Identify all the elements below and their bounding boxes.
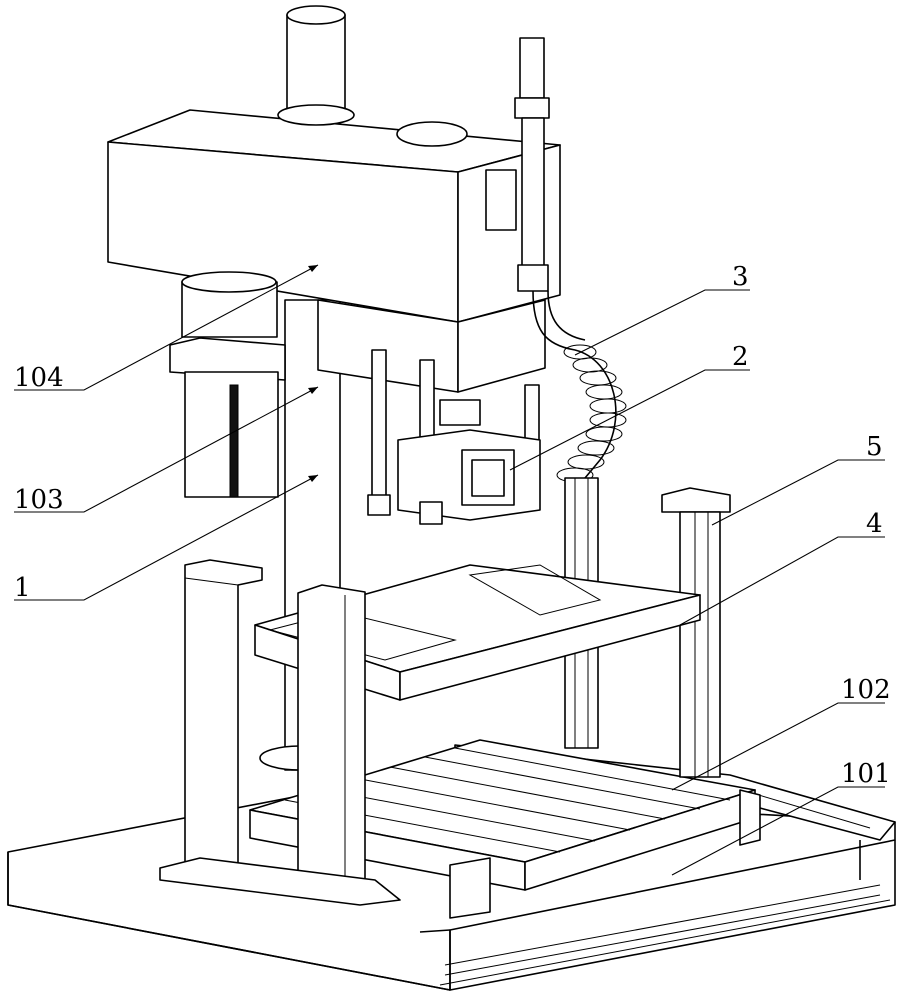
label-103: 103 [14,485,64,515]
label-4: 4 [866,509,883,539]
label-1: 1 [14,573,31,603]
label-102: 102 [841,675,891,705]
front-posts [159,559,401,906]
worktable [249,739,761,919]
label-101: 101 [841,759,891,789]
callout-101: 101 [671,759,891,876]
callout-1: 1 [14,474,319,603]
air-hose [514,37,627,491]
side-motor [169,271,286,498]
hose-coils [556,344,627,483]
callout-102: 102 [671,675,891,791]
top-motor [277,5,355,126]
callout-3: 3 [574,262,750,356]
label-3: 3 [732,262,749,292]
callout-2: 2 [509,342,750,471]
callout-103: 103 [14,386,319,515]
callout-4: 4 [679,509,885,626]
callout-104: 104 [14,264,319,393]
label-5: 5 [866,432,883,462]
label-104: 104 [14,363,64,393]
label-2: 2 [732,342,749,372]
clamping-head [367,349,541,525]
callout-5: 5 [711,432,885,526]
